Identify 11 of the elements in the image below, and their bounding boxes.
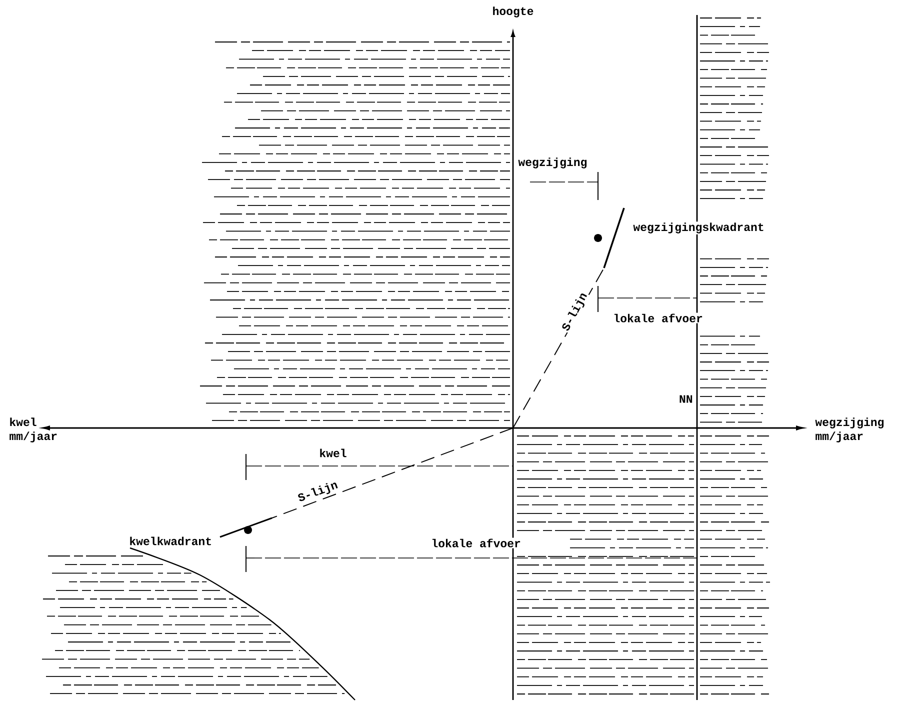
label: wegzijging [517, 156, 588, 170]
axis-label: hoogte [491, 6, 535, 18]
label: lokale afvoer [430, 538, 522, 548]
label: kwelkwadrant [128, 536, 214, 546]
label: S-lijn [295, 478, 341, 506]
label: wegzijgingskwadrant [632, 222, 766, 234]
label: kwel [318, 448, 348, 458]
axis-label: kwel mm/jaar [10, 418, 57, 442]
axis-label: wegzijging mm/jaar [815, 418, 884, 442]
label: NN [678, 394, 694, 404]
label: lokale afvoer [612, 312, 704, 324]
